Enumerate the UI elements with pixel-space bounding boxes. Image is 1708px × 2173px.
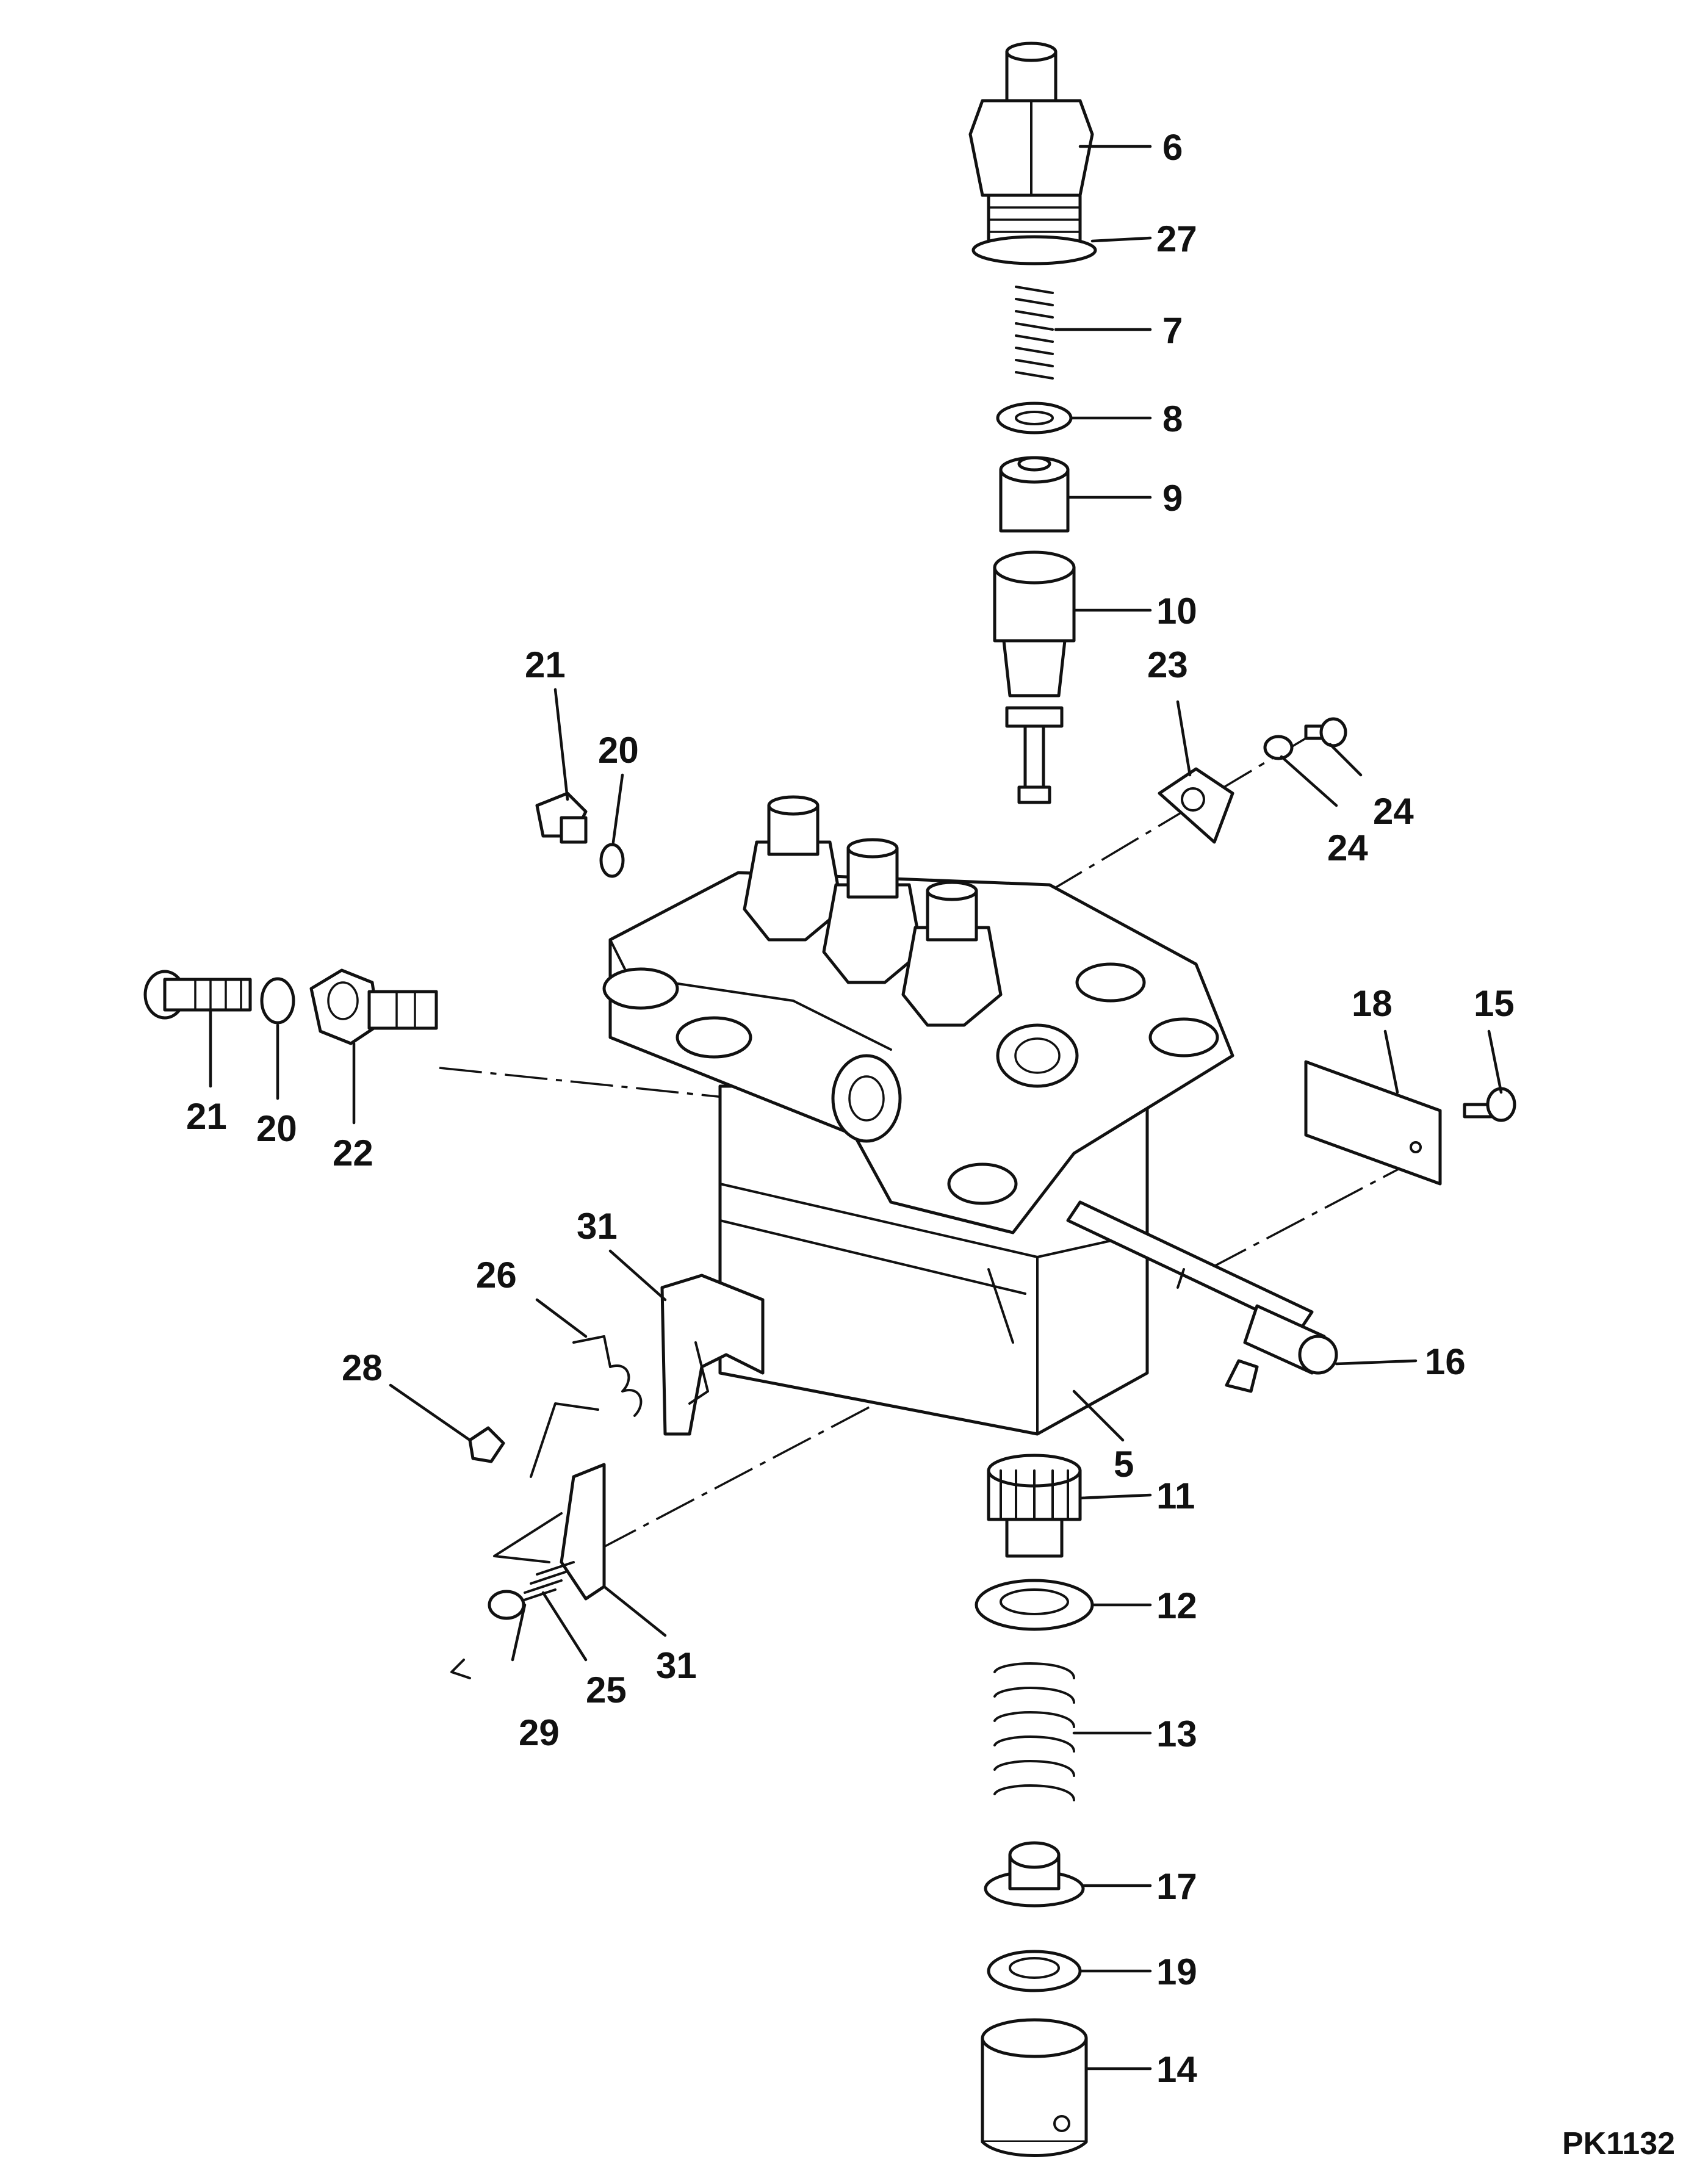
callout-18: 18 <box>1352 983 1393 1024</box>
spring-part-7 <box>1015 286 1054 380</box>
pin-part-25 <box>517 1561 575 1603</box>
callout-25: 25 <box>586 1670 627 1710</box>
screw-part-21-left <box>143 970 252 1020</box>
callout-19: 19 <box>1156 1951 1197 1992</box>
reference-code: PK1132 <box>1562 2126 1675 2161</box>
callout-11: 11 <box>1156 1476 1195 1516</box>
delivery-valve-holder-part-6 <box>968 41 1094 246</box>
callout-27: 27 <box>1156 218 1197 259</box>
callout-29: 29 <box>519 1712 560 1753</box>
clip-part-28 <box>468 1426 505 1463</box>
callout-6: 6 <box>1162 127 1183 168</box>
plate-part-18 <box>1304 1060 1442 1186</box>
washer-part-8 <box>996 402 1073 434</box>
callout-15: 15 <box>1474 983 1515 1024</box>
valve-part-9 <box>999 456 1070 533</box>
screw-part-24 <box>1304 717 1347 748</box>
washer-part-20-top <box>599 843 625 878</box>
callout-7: 7 <box>1162 310 1183 351</box>
valve-holder-2 <box>822 838 923 984</box>
connector-part-22 <box>309 968 438 1045</box>
callout-26: 26 <box>476 1255 517 1296</box>
valve-holder-1 <box>743 795 844 942</box>
callout-10: 10 <box>1156 591 1197 632</box>
gasket-part-27 <box>971 235 1097 265</box>
callout-23: 23 <box>1147 644 1188 685</box>
spring-part-26 <box>530 1335 643 1478</box>
valve-holder-3 <box>901 881 1003 1027</box>
callout-12: 12 <box>1156 1585 1197 1626</box>
callout-17: 17 <box>1156 1866 1197 1907</box>
callout-8: 8 <box>1162 398 1183 439</box>
washer-part-12 <box>975 1579 1094 1631</box>
clip-part-29 <box>450 1590 525 1679</box>
spring-seat-part-17 <box>984 1841 1085 1908</box>
callout-20-top: 20 <box>598 730 639 771</box>
delivery-valve-holders <box>743 795 1003 1027</box>
plunger-part-10 <box>993 550 1076 804</box>
control-rack-part-16 <box>1066 1200 1338 1393</box>
callout-14: 14 <box>1156 2049 1197 2090</box>
screw-part-15 <box>1463 1087 1516 1122</box>
callout-22: 22 <box>333 1133 373 1173</box>
callout-labels: 6 27 7 8 9 10 23 24 24 21 20 21 20 22 18… <box>186 127 1515 2090</box>
callout-24-lower: 24 <box>1327 827 1368 868</box>
callout-20-left: 20 <box>256 1108 297 1149</box>
callout-21-top: 21 <box>525 644 566 685</box>
callout-9: 9 <box>1162 478 1183 519</box>
callout-28: 28 <box>342 1347 383 1388</box>
callout-5: 5 <box>1114 1444 1134 1485</box>
callout-16: 16 <box>1425 1341 1466 1382</box>
plug-part-21-top <box>535 791 588 844</box>
pump-head <box>602 871 1234 1234</box>
callout-13: 13 <box>1156 1714 1197 1754</box>
washer-part-20-left <box>260 977 295 1025</box>
washer-part-19 <box>987 1950 1082 1992</box>
callout-31-upper: 31 <box>577 1206 618 1247</box>
callout-31-lower: 31 <box>656 1645 697 1686</box>
plate-part-23 <box>1158 767 1234 844</box>
washer-part-24 <box>1263 735 1294 760</box>
callout-24-upper: 24 <box>1373 791 1414 832</box>
spring-part-13 <box>993 1662 1075 1801</box>
pinion-part-11 <box>987 1454 1082 1558</box>
tappet-part-14 <box>981 2018 1088 2157</box>
lever-part-31-lower <box>493 1463 606 1601</box>
callout-21-left: 21 <box>186 1096 227 1137</box>
leader-lines <box>209 145 1503 2070</box>
lever-plate-part-31-upper <box>660 1274 765 1436</box>
